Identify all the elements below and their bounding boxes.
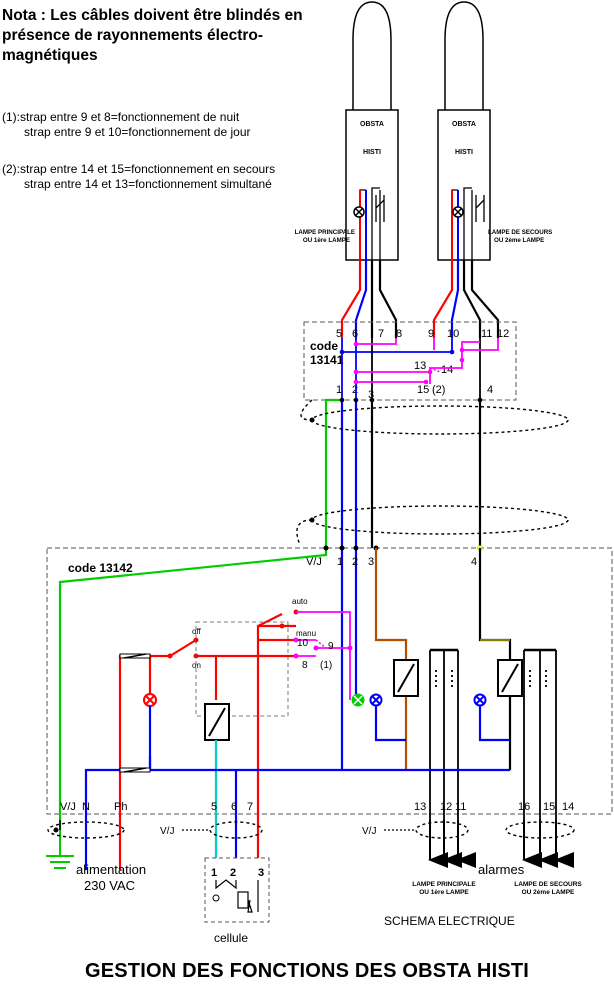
alarm-backup-caption-1: LAMPE DE SECOURS: [514, 881, 582, 888]
term-1: 1: [337, 556, 343, 568]
cable-shielding-note: Nota : Les câbles doivent être blindés e…: [2, 7, 303, 64]
term-14: 14: [562, 801, 574, 813]
term-vj-top: V/J: [306, 556, 322, 568]
term-13: 13: [414, 360, 426, 372]
cell-term-2: 2: [230, 867, 236, 879]
term-3-top: 3: [368, 389, 374, 401]
term-9: 9: [428, 328, 434, 340]
term-8: 8: [396, 328, 402, 340]
strap1-day-note: strap entre 9 et 10=fonctionnement de jo…: [24, 125, 251, 139]
term-11: 11: [481, 328, 492, 340]
alarms-label: alarmes: [478, 862, 525, 877]
term-4-top: 4: [487, 384, 493, 396]
schema-label: SCHEMA ELECTRIQUE: [384, 914, 515, 928]
term-16: 16: [518, 801, 530, 813]
term-7: 7: [378, 328, 384, 340]
term-5: 5: [336, 328, 342, 340]
alarm-main-caption-1: LAMPE PRINCIPALE: [412, 881, 476, 888]
strap1-term-9: 9: [328, 641, 334, 652]
backup-lamp-caption-1: LAMPE DE SECOURS: [488, 229, 552, 236]
strap2-simultaneous-note: strap entre 14 et 13=fonctionnement simu…: [24, 177, 272, 191]
switch-manu-label: manu: [296, 629, 316, 638]
term-n: N: [82, 801, 90, 813]
backup-lamp-brand-top: OBSTA: [452, 121, 476, 128]
main-lamp-brand-top: OBSTA: [360, 121, 384, 128]
term-13: 13: [414, 801, 426, 813]
term-ph: Ph: [114, 801, 127, 813]
backup-lamp-brand-bottom: HISTI: [455, 149, 473, 156]
term-14: 14: [441, 364, 453, 376]
box-13141: [303, 321, 517, 401]
photocell-box: [204, 857, 270, 923]
term-vj-bottom: V/J: [60, 801, 76, 813]
term-7: 7: [247, 801, 253, 813]
term-6: 6: [231, 801, 237, 813]
strap1-marker: (1): [320, 660, 332, 671]
term-6: 6: [352, 328, 358, 340]
strap1-term-10: 10: [297, 638, 309, 649]
term-15: 15: [543, 801, 555, 813]
power-supply-voltage: 230 VAC: [84, 878, 135, 893]
term-15: 15: [417, 384, 429, 396]
term-12: 12: [497, 328, 509, 340]
term-11: 11: [455, 801, 466, 813]
term-2-top: 2: [352, 384, 358, 396]
cell-label: cellule: [214, 931, 248, 945]
cell-term-1: 1: [211, 867, 217, 879]
box-13142: [46, 547, 613, 815]
cell-vj-label: V/J: [160, 826, 174, 837]
switch-auto-label: auto: [292, 597, 308, 606]
strap1-night-note: (1):strap entre 9 et 8=fonctionnement de…: [2, 110, 240, 124]
cell-term-3: 3: [258, 867, 264, 879]
switch-on-label: on: [192, 661, 201, 670]
term-2: 2: [352, 556, 358, 568]
main-lamp-caption-1: LAMPE PRINCIPALE: [295, 229, 355, 236]
alarm-backup-caption-2: OU 2ème LAMPE: [522, 889, 575, 896]
strap1-term-8: 8: [302, 660, 308, 671]
box-13141-code-number: 13141: [310, 353, 344, 367]
box-13141-code-label: code: [310, 339, 338, 353]
term-4: 4: [471, 556, 477, 568]
power-supply-label: alimentation: [76, 862, 146, 877]
term-12: 12: [440, 801, 452, 813]
page-title: GESTION DES FONCTIONS DES OBSTA HISTI: [84, 960, 530, 982]
main-lamp: OBSTA HISTI: [345, 1, 399, 261]
term-5: 5: [211, 801, 217, 813]
backup-lamp-caption-2: OU 2ème LAMPE: [494, 237, 544, 244]
box-13142-code: code 13142: [68, 561, 133, 575]
main-lamp-brand-bottom: HISTI: [363, 149, 381, 156]
switch-off-label: off: [192, 627, 202, 636]
term-3: 3: [368, 556, 374, 568]
term-10: 10: [447, 328, 459, 340]
strap2-backup-note: (2):strap entre 14 et 15=fonctionnement …: [2, 162, 276, 176]
alarm-main-caption-2: OU 1ère LAMPE: [419, 889, 469, 896]
term-1-top: 1: [336, 384, 342, 396]
backup-lamp: OBSTA HISTI: [437, 1, 491, 261]
alarm-vj-label: V/J: [362, 826, 376, 837]
main-lamp-caption-2: OU 1ère LAMPE: [303, 237, 350, 244]
strap-2-marker: (2): [432, 384, 445, 396]
